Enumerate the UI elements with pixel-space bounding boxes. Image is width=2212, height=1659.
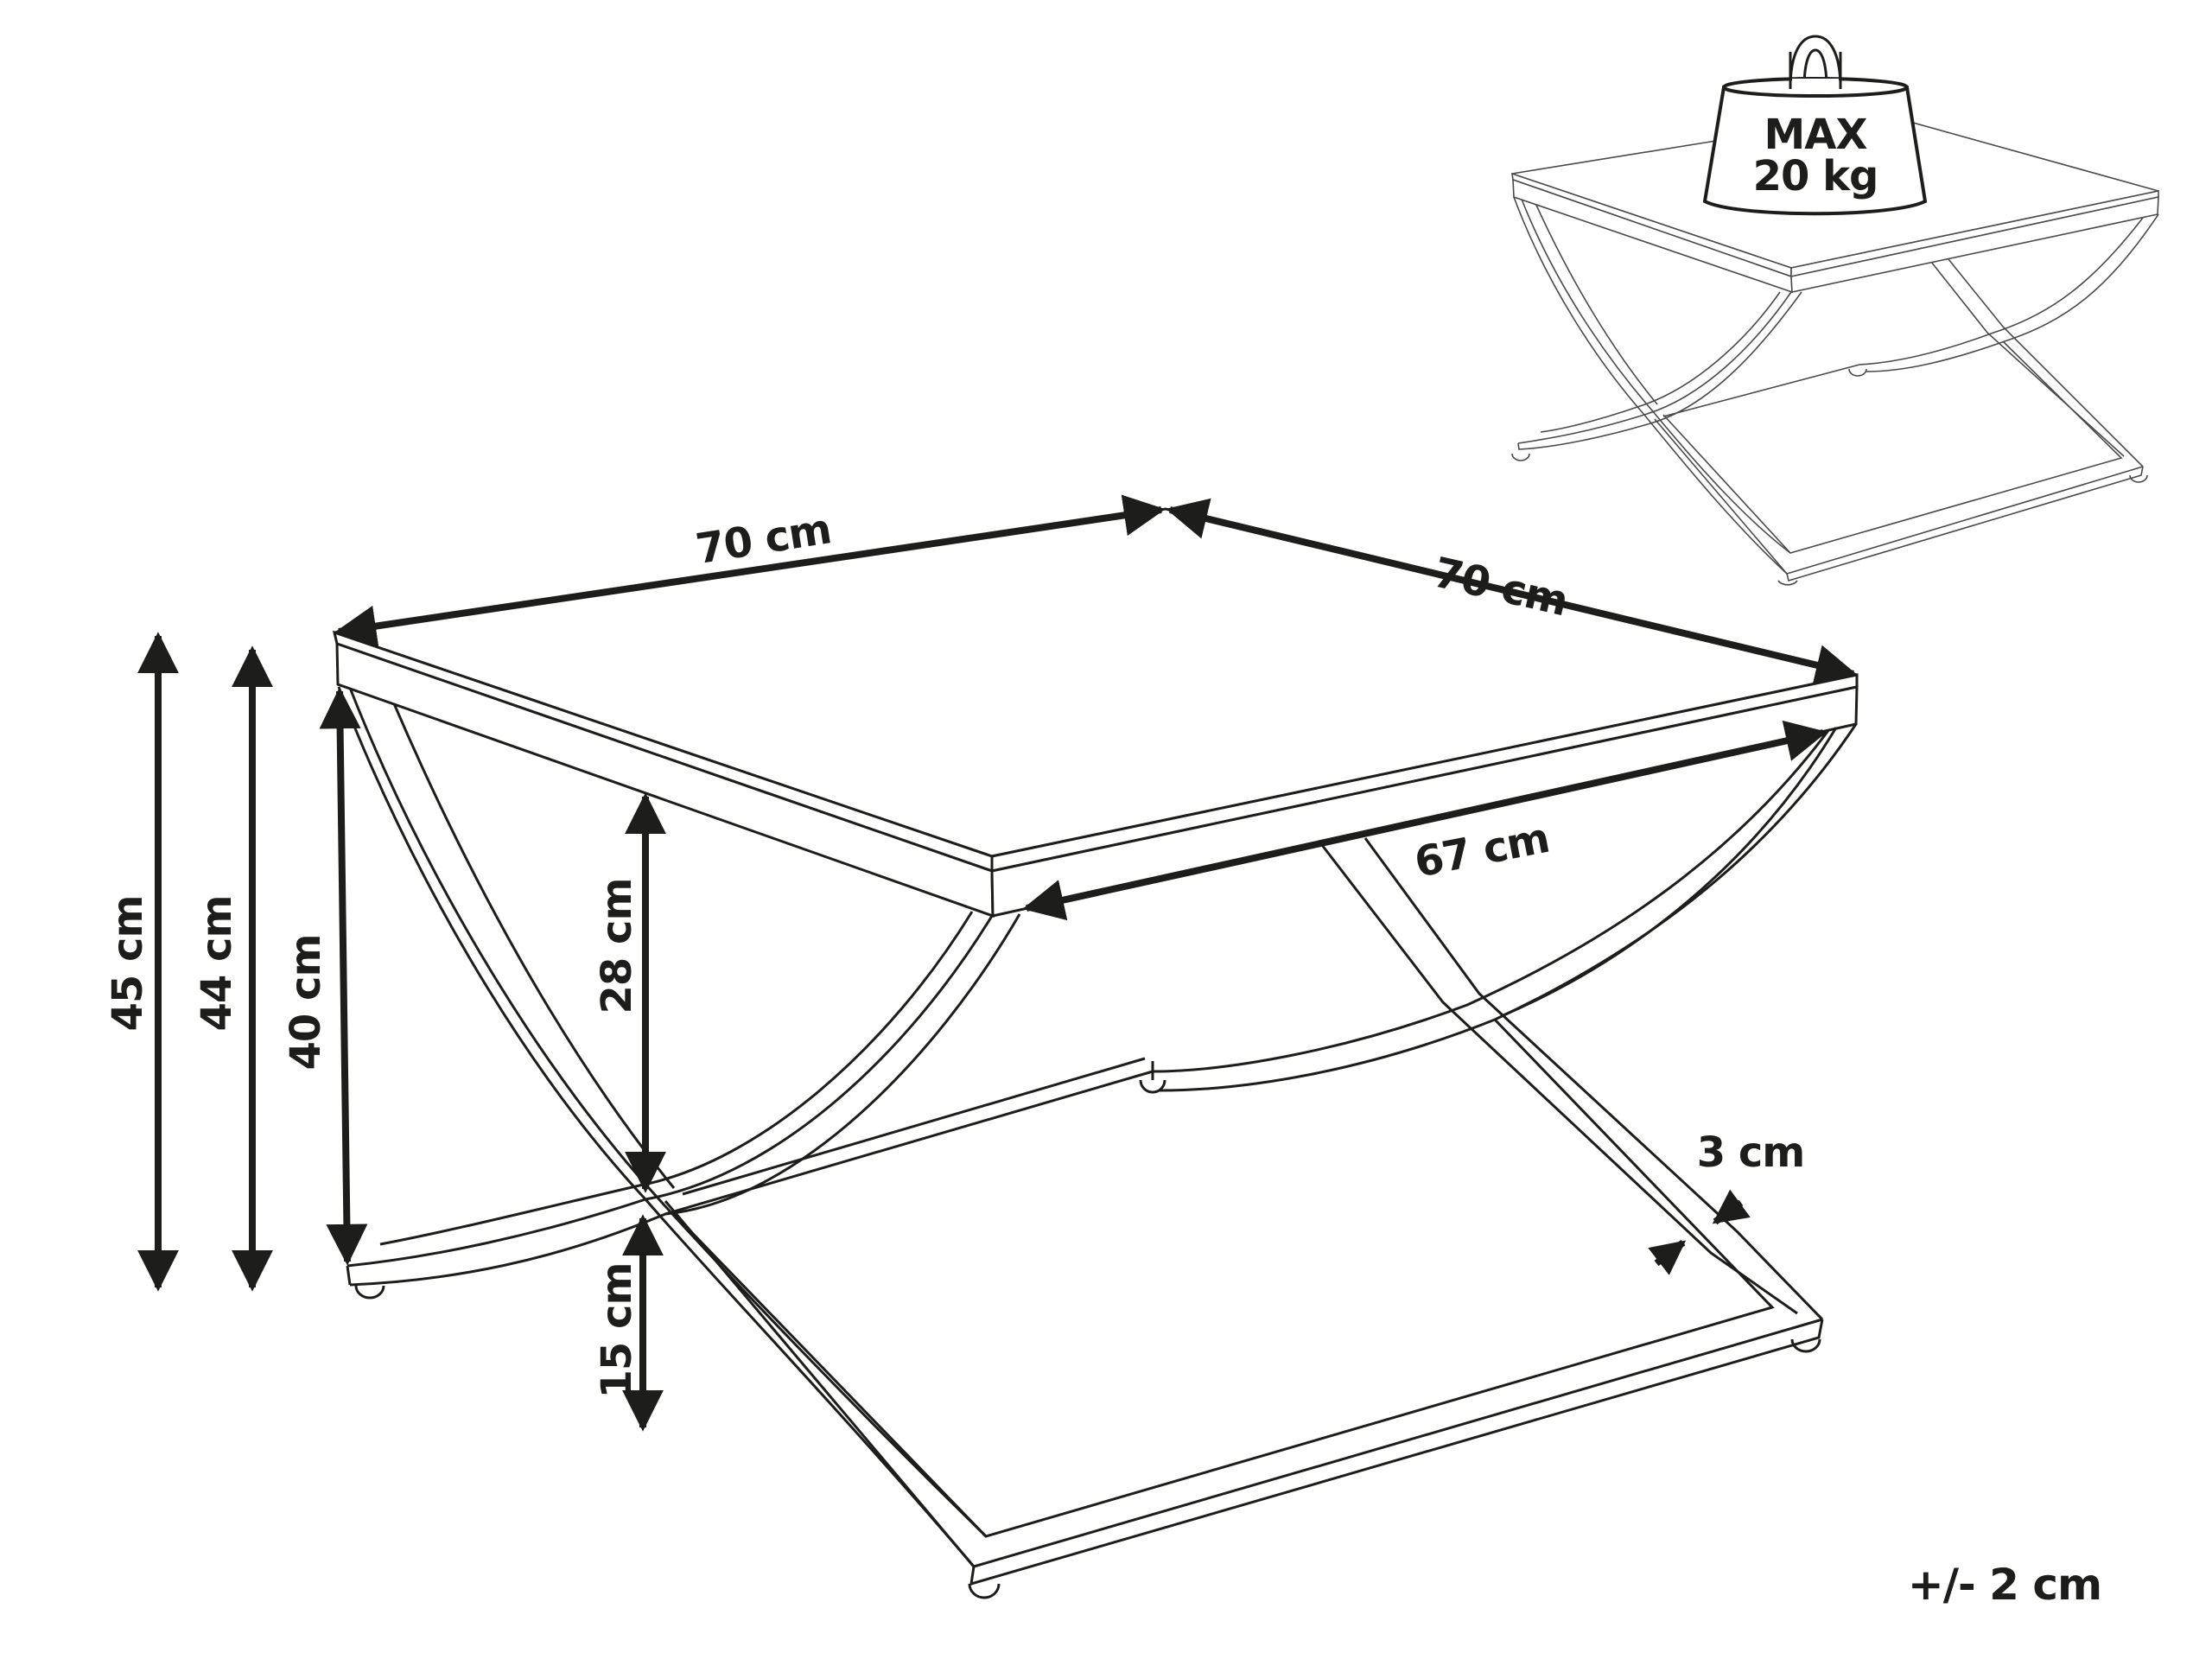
- front-foot: [968, 1583, 1001, 1599]
- load-capacity-inset: MAX 20 kg: [1511, 35, 2159, 586]
- dimension-tube-width: 3 cm: [1648, 1128, 1805, 1275]
- inner-width-label: 67 cm: [1411, 814, 1554, 887]
- main-table-illustration: [332, 507, 1859, 1599]
- upper-cross-label: 28 cm: [593, 879, 641, 1014]
- weight-icon: MAX 20 kg: [1702, 35, 1928, 216]
- load-badge-line1: MAX: [1764, 111, 1868, 159]
- dimension-upper-cross: 28 cm: [593, 792, 666, 1193]
- tube-width-label: 3 cm: [1697, 1128, 1805, 1177]
- lower-cross-label: 15 cm: [593, 1263, 641, 1399]
- tolerance-note: +/- 2 cm: [1908, 1560, 2101, 1610]
- front-left-leg: [346, 911, 1021, 1287]
- back-foot: [1139, 1061, 1166, 1094]
- left-foot: [354, 1285, 385, 1300]
- dimension-leg-height: 40 cm: [282, 687, 368, 1266]
- load-badge-line2: 20 kg: [1753, 152, 1878, 200]
- dimension-total-height: 45 cm: [104, 632, 179, 1292]
- dimension-lower-cross: 15 cm: [593, 1214, 664, 1432]
- right-foot: [1790, 1338, 1821, 1353]
- dimension-frame-height: 44 cm: [193, 645, 273, 1292]
- frame-height-label: 44 cm: [193, 896, 241, 1032]
- leg-height-label: 40 cm: [282, 935, 330, 1071]
- total-height-label: 45 cm: [104, 896, 152, 1032]
- base-frame: [664, 1018, 1824, 1586]
- tabletop: [332, 507, 1859, 918]
